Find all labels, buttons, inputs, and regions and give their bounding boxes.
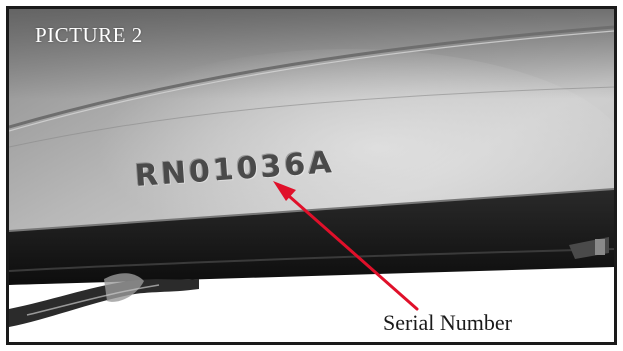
picture-label: PICTURE 2 [35,23,143,47]
device-edge [9,189,614,285]
callout-arrowhead [273,181,296,201]
cable [9,279,199,327]
serial-number-callout-label: Serial Number [383,310,512,335]
figure-frame: PICTURE 2 RN01036A [6,6,617,345]
callout-arrow [279,187,419,311]
device-photo [9,9,614,342]
panel-seam [9,25,614,129]
